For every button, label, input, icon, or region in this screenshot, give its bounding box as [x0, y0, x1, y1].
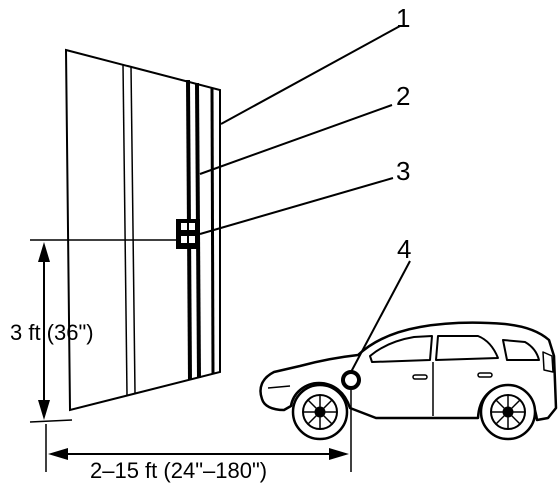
- wall-panel-line-2: [130, 65, 136, 394]
- vehicle-window-front: [369, 335, 433, 363]
- distance-label: 2–15 ft (24"–180"): [90, 458, 267, 483]
- callout-2: 2: [396, 81, 410, 111]
- height-dimension: [29, 239, 176, 423]
- leader-line-2: [199, 104, 393, 175]
- leader-line-3: [199, 177, 394, 235]
- wall-outline: [64, 48, 221, 412]
- height-label: 3 ft (36"): [10, 320, 94, 345]
- vehicle: [259, 321, 558, 422]
- vehicle-taillight: [542, 351, 554, 373]
- vehicle-window-middle: [435, 335, 499, 361]
- leader-line-4: [350, 260, 411, 373]
- wall-outlet: [176, 219, 200, 249]
- distance-dimension: [45, 390, 352, 472]
- height-arrow-bottom: [38, 400, 50, 420]
- height-extension-bottom: [29, 419, 73, 423]
- leader-lines: [199, 25, 411, 373]
- height-arrow-top: [38, 242, 50, 262]
- wall-panel-line-1: [122, 63, 128, 396]
- callout-3: 3: [396, 156, 410, 186]
- leader-line-1: [220, 25, 401, 125]
- vehicle-headlight: [267, 385, 291, 389]
- distance-arrow-right: [329, 448, 349, 460]
- vehicle-window-rear: [502, 339, 540, 361]
- callout-1: 1: [396, 3, 410, 33]
- charge-port: [341, 370, 361, 390]
- vehicle-front-wheel: [291, 383, 349, 441]
- distance-arrow-left: [48, 448, 68, 460]
- vehicle-door-handle-rear: [477, 372, 493, 378]
- vehicle-rear-wheel: [479, 383, 537, 441]
- callout-4: 4: [397, 234, 411, 264]
- vehicle-door-handle-front: [412, 374, 428, 380]
